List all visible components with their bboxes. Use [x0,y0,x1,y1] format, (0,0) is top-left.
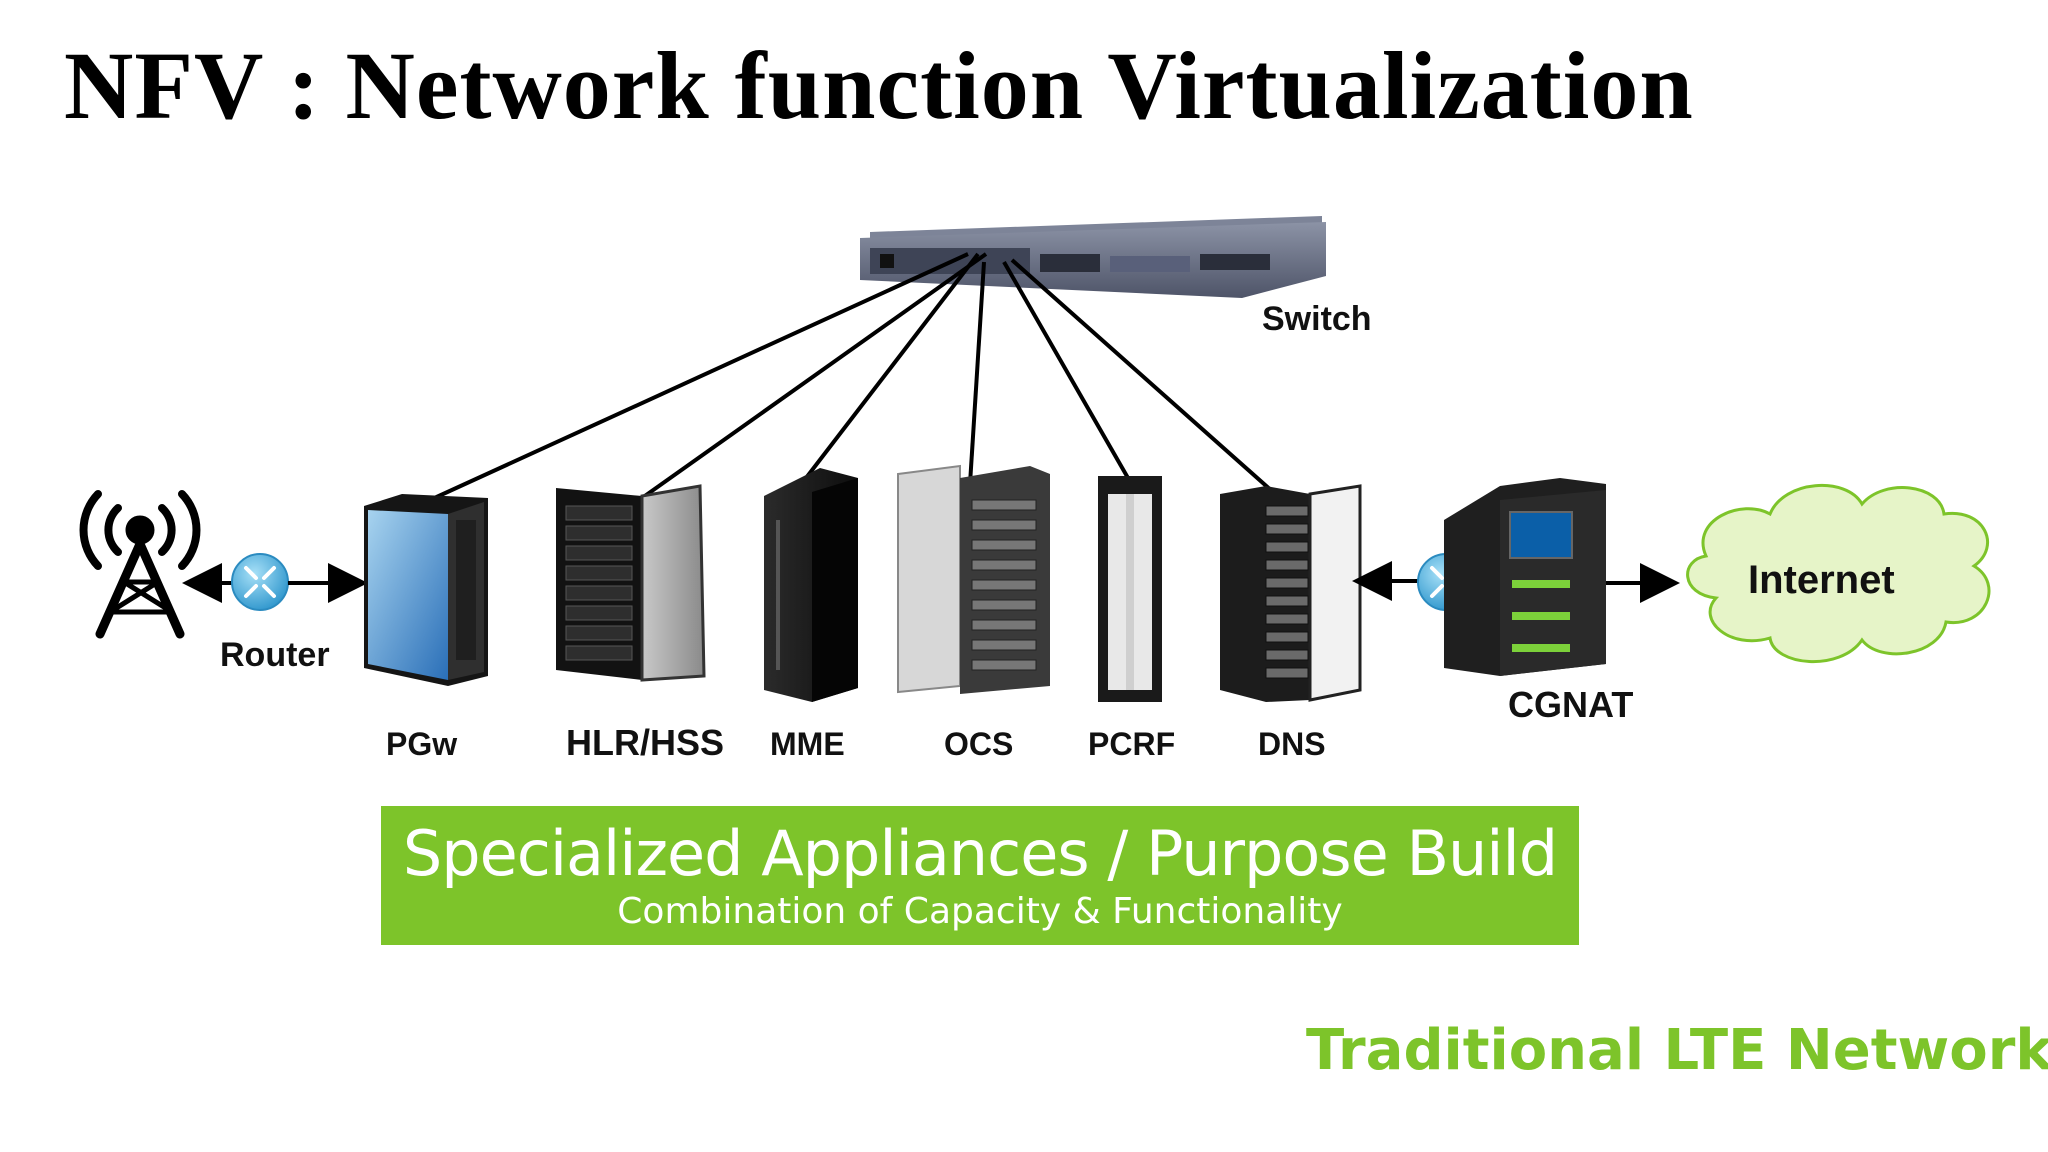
hlr-hss-rack-icon [556,484,706,682]
switch-label: Switch [1262,300,1372,338]
banner-title: Specialized Appliances / Purpose Build [402,817,1558,890]
appliances-banner: Specialized Appliances / Purpose Build C… [381,806,1579,945]
cell-tower-icon [79,490,201,639]
link-hlr [640,252,988,500]
pgw-server-icon [364,494,488,686]
link-pcrf [1002,261,1130,479]
link-ocs [968,261,986,485]
switch-icon [860,216,1326,298]
internet-label: Internet [1748,558,1895,602]
hlr-hss-label: HLR/HSS [566,722,725,763]
ocs-rack-icon [897,464,1050,694]
ocs-label: OCS [944,726,1014,762]
slide-title: NFV : Network function Virtualization [64,32,1694,139]
dns-label: DNS [1258,726,1326,762]
pcrf-label: PCRF [1088,726,1176,762]
mme-label: MME [770,726,845,762]
banner-subtitle: Combination of Capacity & Functionality [617,891,1343,932]
router-label: Router [220,636,330,674]
link-mme [804,252,980,480]
dns-rack-icon [1220,484,1362,702]
link-dns [1010,258,1284,502]
mme-rack-icon [764,468,858,702]
switch-links [429,252,1284,502]
router-icon [231,553,289,611]
cgnat-server-icon [1444,478,1606,676]
cgnat-label: CGNAT [1508,684,1634,725]
footer-caption: Traditional LTE Network [1306,1018,2048,1083]
pcrf-rack-icon [1098,476,1162,702]
pgw-label: PGw [386,726,458,762]
internet-cloud-icon [1686,484,1991,663]
link-pgw [429,252,969,502]
